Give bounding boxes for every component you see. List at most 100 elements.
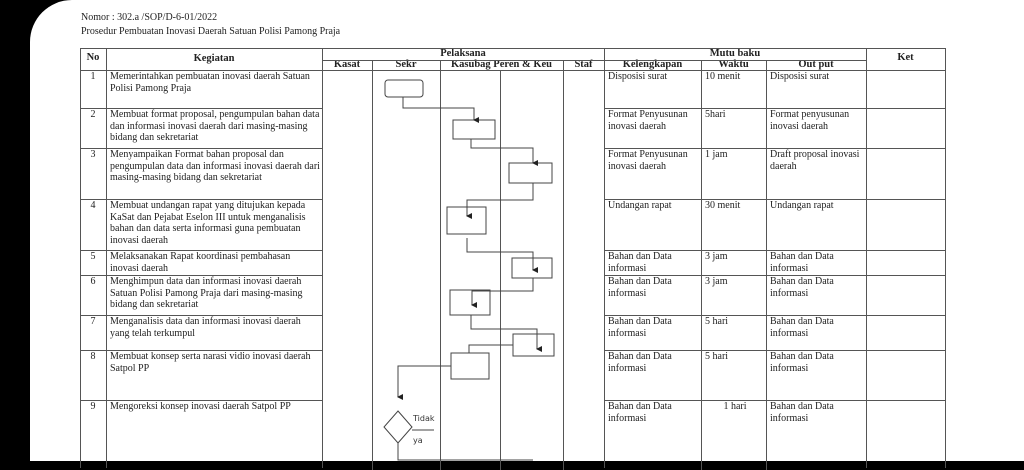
- row-activity: Menganalisis data dan informasi inovasi …: [110, 316, 301, 339]
- header-sekr: Sekr: [395, 59, 417, 70]
- row-kelengkapan: Format Penyusunan inovasi daerah: [608, 109, 688, 132]
- header-kelengkapan: Kelengkapan: [622, 59, 683, 70]
- row-waktu: 1 jam: [705, 149, 728, 160]
- table-rule: [80, 315, 322, 316]
- header-kasat: Kasat: [333, 59, 361, 70]
- table-rule: [80, 48, 81, 468]
- row-kelengkapan: Bahan dan Data informasi: [608, 251, 672, 274]
- row-activity: Melaksanakan Rapat koordinasi pembahasan…: [110, 251, 291, 274]
- table-rule: [80, 70, 322, 71]
- row-activity: Membuat konsep serta narasi vidio inovas…: [110, 351, 311, 374]
- table-rule: [80, 148, 322, 149]
- row-number: 4: [90, 200, 96, 211]
- flow-process-8: [450, 352, 490, 380]
- row-output: Bahan dan Data informasi: [770, 276, 834, 299]
- row-kelengkapan: Bahan dan Data informasi: [608, 276, 672, 299]
- row-output: Format penyusunan inovasi daerah: [770, 109, 850, 132]
- row-number: 6: [90, 276, 96, 287]
- flow-connector: [402, 97, 479, 123]
- table-rule: [604, 275, 946, 276]
- flow-connector: [466, 238, 538, 273]
- table-border: [80, 48, 946, 49]
- flow-connector: [466, 183, 534, 219]
- row-output: Bahan dan Data informasi: [770, 401, 834, 424]
- table-rule: [80, 199, 322, 200]
- row-activity: Membuat undangan rapat yang ditujukan ke…: [110, 200, 306, 246]
- row-waktu: 5hari: [705, 109, 726, 120]
- row-waktu: 3 jam: [705, 251, 728, 262]
- row-kelengkapan: Undangan rapat: [608, 200, 672, 211]
- flow-decision-diamond: [383, 410, 413, 444]
- table-rule: [866, 48, 867, 468]
- row-activity: Mengoreksi konsep inovasi daerah Satpol …: [110, 401, 291, 412]
- table-rule: [604, 148, 946, 149]
- row-waktu: 5 hari: [705, 351, 729, 362]
- header-staf: Staf: [574, 59, 593, 70]
- table-rule: [604, 315, 946, 316]
- row-output: Disposisi surat: [770, 71, 830, 82]
- table-rule: [945, 48, 946, 468]
- flow-process-3: [508, 162, 553, 184]
- flow-start-terminator: [384, 79, 424, 98]
- table-rule: [80, 275, 322, 276]
- flow-process-5: [511, 257, 553, 279]
- header-output: Out put: [798, 59, 834, 70]
- row-kelengkapan: Bahan dan Data informasi: [608, 351, 672, 374]
- table-rule: [604, 350, 946, 351]
- row-activity: Membuat format proposal, pengumpulan bah…: [110, 109, 320, 143]
- row-number: 3: [90, 149, 96, 160]
- header-ket: Ket: [897, 52, 914, 63]
- table-rule: [604, 400, 946, 401]
- row-waktu: 10 menit: [705, 71, 741, 82]
- document-page: [30, 0, 1024, 461]
- table-rule: [766, 60, 767, 470]
- flow-process-2: [452, 119, 496, 140]
- table-rule: [80, 250, 322, 251]
- row-number: 8: [90, 351, 96, 362]
- flow-connector: [397, 365, 451, 400]
- document-number: Nomor : 302.a /SOP/D-6-01/2022: [81, 12, 218, 23]
- table-rule: [604, 48, 605, 468]
- table-rule: [80, 350, 322, 351]
- table-rule: [500, 70, 501, 470]
- flow-process-6: [449, 289, 491, 316]
- document-title: Prosedur Pembuatan Inovasi Daerah Satuan…: [81, 26, 341, 37]
- table-rule: [80, 400, 322, 401]
- flow-process-7: [512, 333, 555, 357]
- row-waktu: 5 hari: [705, 316, 729, 327]
- table-rule: [440, 60, 441, 470]
- row-activity: Menghimpun data dan informasi inovasi da…: [110, 276, 303, 310]
- row-output: Bahan dan Data informasi: [770, 251, 834, 274]
- row-waktu: 30 menit: [705, 200, 741, 211]
- header-waktu: Waktu: [718, 59, 749, 70]
- row-activity: Menyampaikan Format bahan proposal dan p…: [110, 149, 320, 183]
- row-kelengkapan: Bahan dan Data informasi: [608, 401, 672, 424]
- row-number: 2: [90, 109, 96, 120]
- table-rule: [604, 108, 946, 109]
- table-rule: [372, 60, 373, 470]
- table-rule: [701, 60, 702, 470]
- row-output: Bahan dan Data informasi: [770, 351, 834, 374]
- header-mutu-baku: Mutu baku: [709, 48, 761, 59]
- row-output: Draft proposal inovasi daerah: [770, 149, 860, 172]
- row-output: Undangan rapat: [770, 200, 834, 211]
- row-waktu: 3 jam: [705, 276, 728, 287]
- table-rule: [80, 108, 322, 109]
- flow-connector: [470, 315, 542, 352]
- row-output: Bahan dan Data informasi: [770, 316, 834, 339]
- table-rule: [322, 60, 866, 61]
- table-rule: [106, 48, 107, 468]
- row-number: 5: [90, 251, 96, 262]
- row-waktu: 1 hari: [723, 401, 747, 412]
- table-rule: [322, 48, 323, 468]
- header-kasubag: Kasubag Peren & Keu: [450, 59, 553, 70]
- header-kegiatan: Kegiatan: [193, 53, 235, 64]
- header-pelaksana: Pelaksana: [440, 48, 486, 59]
- row-kelengkapan: Format Penyusunan inovasi daerah: [608, 149, 688, 172]
- table-rule: [322, 70, 604, 71]
- row-number: 9: [90, 401, 96, 412]
- flow-connector: [470, 139, 538, 166]
- row-kelengkapan: Bahan dan Data informasi: [608, 316, 672, 339]
- flow-label-tidak: Tidak: [413, 414, 435, 423]
